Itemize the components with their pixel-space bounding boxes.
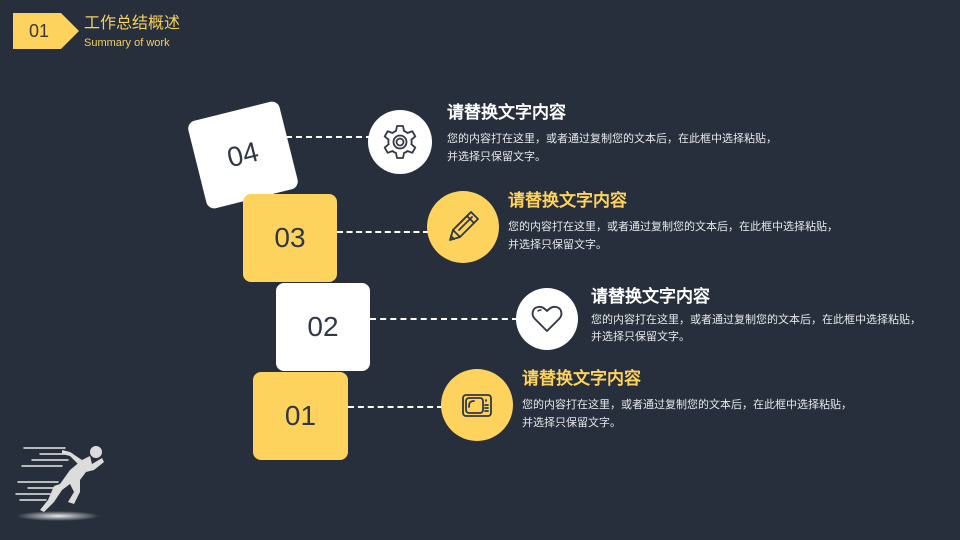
step-number: 01 (284, 400, 317, 431)
badge-arrow-shape (13, 13, 79, 49)
item-body-01-line2: 并选择只保留文字。 (522, 417, 621, 429)
item-body-01-line1: 您的内容打在这里，或者通过复制您的文本后，在此框中选择粘贴， (522, 399, 852, 411)
step-box-02: 02 (276, 283, 370, 371)
item-title-03: 请替换文字内容 (508, 191, 627, 210)
item-body-04-line2: 并选择只保留文字。 (447, 151, 546, 163)
pencil-icon (449, 211, 479, 241)
page-title: 工作总结概述 (84, 15, 181, 32)
connector-line-02 (370, 318, 518, 320)
connector-line-04 (286, 136, 372, 138)
icon-circle-01 (441, 369, 513, 441)
runner-icon (15, 446, 104, 521)
heart-icon (531, 305, 563, 332)
step-box-03: 03 (243, 194, 337, 282)
item-body-03-line2: 并选择只保留文字。 (508, 239, 607, 251)
connector-line-03 (337, 231, 429, 233)
page-subtitle: Summary of work (84, 37, 170, 49)
step-number: 02 (307, 311, 339, 342)
item-body-03-line1: 您的内容打在这里，或者通过复制您的文本后，在此框中选择粘贴， (508, 221, 838, 233)
item-body-02-line2: 并选择只保留文字。 (591, 331, 690, 343)
section-number: 01 (28, 21, 50, 41)
item-body-02-line1: 您的内容打在这里，或者通过复制您的文本后，在此框中选择粘贴， (591, 314, 921, 326)
tv-icon (462, 394, 492, 417)
gear-icon (383, 125, 417, 159)
icon-circle-04 (368, 110, 432, 174)
item-title-01: 请替换文字内容 (522, 369, 641, 388)
section-number-badge: 01 (13, 13, 79, 49)
step-number: 04 (224, 135, 262, 174)
runner-illustration (10, 440, 110, 522)
icon-circle-02 (516, 288, 578, 350)
item-title-04: 请替换文字内容 (447, 103, 566, 122)
icon-circle-03 (427, 191, 499, 263)
item-body-04-line1: 您的内容打在这里，或者通过复制您的文本后，在此框中选择粘贴， (447, 133, 777, 145)
item-title-02: 请替换文字内容 (591, 287, 710, 306)
step-number: 03 (274, 222, 306, 253)
step-box-01: 01 (253, 372, 348, 460)
connector-line-01 (348, 406, 443, 408)
